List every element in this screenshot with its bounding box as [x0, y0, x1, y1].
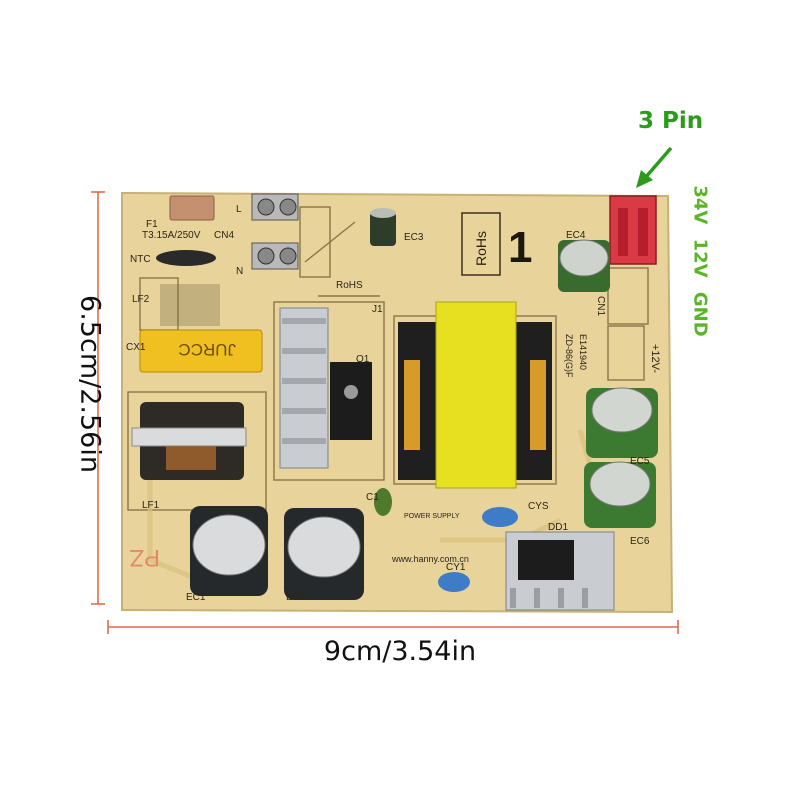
silk-cx1: CX1: [126, 342, 146, 353]
silk-l: L: [236, 204, 242, 215]
capacitor-brand-text: JURCC: [178, 340, 236, 359]
silk-logo-text: POWER SUPPLY: [404, 513, 460, 520]
fuse: [169, 195, 215, 221]
terminal-l: [251, 193, 299, 221]
inductor-lf1: [131, 402, 247, 480]
width-dimension-label: 9cm/3.54in: [323, 636, 477, 667]
inductor-lf2: [160, 284, 220, 326]
silk-f1: F1: [146, 219, 158, 230]
height-dimension-line: [91, 191, 105, 605]
silk-transformer: ZD-86(G)F: [564, 334, 574, 378]
capacitor-ec3: [370, 208, 396, 246]
terminal-n: [251, 242, 299, 270]
silk-ec4: EC4: [566, 230, 586, 241]
connector-pin-label: 3 Pin: [638, 108, 704, 134]
height-dimension-label: 6.5cm/2.56in: [74, 295, 106, 473]
capacitor-c1: [374, 488, 392, 516]
silk-n: N: [236, 266, 243, 277]
silk-rohs-small: RoHS: [336, 280, 363, 291]
silk-website: www.hanny.com.cn: [391, 554, 469, 564]
silk-j1: J1: [372, 304, 383, 315]
silk-rohs-big: RoHs: [473, 231, 489, 266]
silk-q1: Q1: [356, 354, 370, 365]
silk-ntc: NTC: [130, 254, 151, 265]
silk-fuse-rating: T3.15A/250V: [142, 230, 201, 241]
silk-ec2: EC2: [286, 592, 306, 603]
heatsink: [279, 307, 372, 469]
x-capacitor: [139, 329, 263, 373]
silk-pz: PZ: [129, 544, 160, 571]
silk-lf2: LF2: [132, 294, 150, 305]
capacitor-ec6: [584, 461, 656, 528]
silk-ec6: EC6: [630, 536, 650, 547]
capacitor-ec2: [284, 508, 364, 600]
connector-voltage-label: 34V 12V GND: [689, 185, 711, 337]
silk-lf1: LF1: [142, 500, 160, 511]
silk-dd1: DD1: [548, 522, 568, 533]
capacitor-ec4: [558, 239, 610, 292]
capacitor-ec1: [190, 506, 268, 596]
y-capacitor-cy1: [438, 572, 470, 592]
silk-output: +12V-: [649, 344, 661, 373]
silk-cn4: CN4: [214, 230, 234, 241]
ntc-thermistor: [156, 250, 216, 266]
silk-cys: CYS: [528, 501, 549, 512]
capacitor-ec5: [586, 387, 658, 458]
y-capacitor-cys: [482, 507, 518, 527]
silk-ec5: EC5: [630, 456, 650, 467]
silk-cn1: CN1: [595, 296, 606, 316]
arrow-icon: [636, 146, 673, 188]
silk-ec1: EC1: [186, 592, 206, 603]
silk-c1: C1: [366, 492, 379, 503]
silk-transformer-id: E141940: [578, 334, 588, 370]
bridge-heatsink: [505, 531, 615, 611]
silk-cy1: CY1: [446, 562, 466, 573]
silk-number: 1: [508, 223, 532, 272]
rohs-box: [461, 212, 501, 276]
transformer: [398, 301, 552, 489]
red-connector: [609, 195, 657, 265]
width-dimension-line: [107, 620, 679, 634]
silk-ec3: EC3: [404, 232, 424, 243]
